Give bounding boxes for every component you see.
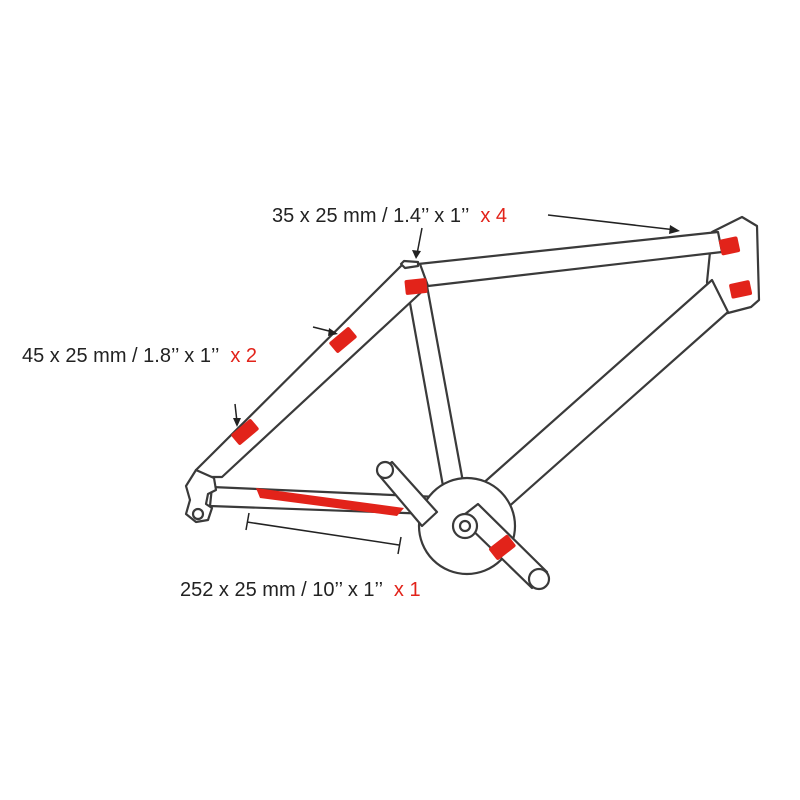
seat-stay <box>194 262 430 479</box>
rear-dropout <box>184 468 218 524</box>
dropout-hole <box>191 507 205 521</box>
seat-clamp <box>399 259 420 270</box>
seat-tube <box>406 284 465 488</box>
crank-end-back <box>375 460 395 480</box>
dimension-tick-left <box>245 512 250 531</box>
dimension-tick-right <box>397 536 402 555</box>
label-bottom: 252 x 25 mm / 10’’ x 1’’ x 1 <box>180 579 421 601</box>
sticker-seat-stay-upper <box>329 327 357 353</box>
label-bottom-qty: x 1 <box>394 579 421 601</box>
sticker-chain-stay <box>256 488 404 516</box>
stickers <box>231 236 753 560</box>
sticker-seat-stay-lower <box>231 419 259 445</box>
label-top: 35 x 25 mm / 1.4’’ x 1’’ x 4 <box>272 205 507 227</box>
dimension-line <box>246 521 400 546</box>
sticker-head-tube-top <box>718 236 741 256</box>
arrow-head-tube-tip <box>669 225 680 234</box>
crank-spindle-inner <box>458 519 472 533</box>
sticker-head-tube-bottom <box>729 280 753 299</box>
arrow-seat-clamp-tip <box>412 250 421 259</box>
sticker-seat-clamp <box>404 278 428 295</box>
label-left: 45 x 25 mm / 1.8’’ x 1’’ x 2 <box>22 345 257 367</box>
label-left-size: 45 x 25 mm / 1.8’’ x 1’’ <box>22 345 219 367</box>
top-tube <box>416 230 724 288</box>
sticker-crank <box>489 534 516 560</box>
arrow-seat-stay-lower-tip <box>233 418 241 427</box>
label-bottom-size: 252 x 25 mm / 10’’ x 1’’ <box>180 579 383 601</box>
arrow-seat-stay-upper-tip <box>328 328 338 336</box>
arrow-head-tube <box>547 214 677 231</box>
crank-end-front <box>527 567 551 591</box>
arrow-seat-clamp <box>416 227 423 255</box>
label-top-qty: x 4 <box>480 205 507 227</box>
bike-frame <box>184 215 761 591</box>
label-top-size: 35 x 25 mm / 1.4’’ x 1’’ <box>272 205 469 227</box>
label-left-qty: x 2 <box>230 345 257 367</box>
pointers <box>233 214 680 555</box>
crank-spindle <box>451 512 479 540</box>
down-tube <box>478 278 730 512</box>
